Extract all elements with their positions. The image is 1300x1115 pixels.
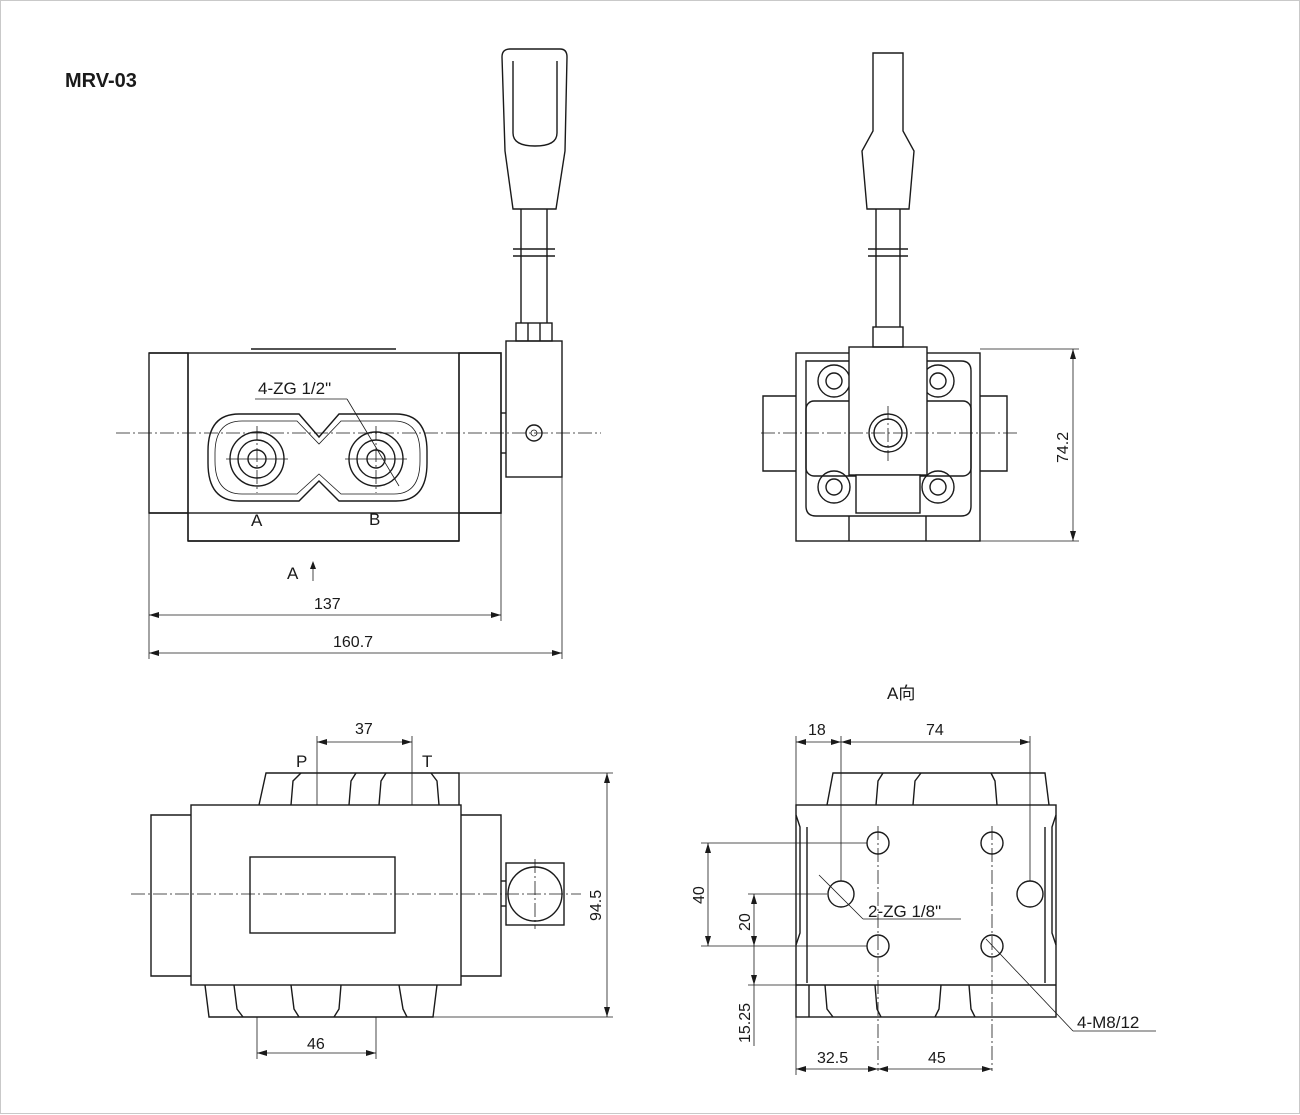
- dim-74-2: 74.2: [1055, 432, 1072, 463]
- dim-37: 37: [355, 721, 373, 738]
- port-callout-label: 4-ZG 1/2": [258, 379, 331, 398]
- dim-137: 137: [314, 596, 341, 613]
- a-view-caption: A向: [887, 684, 915, 703]
- end-view: 74.2: [761, 52, 1079, 542]
- dim-32-5: 32.5: [817, 1050, 848, 1067]
- a-view: A向 18 74: [691, 684, 1156, 1075]
- port-pocket: [207, 413, 428, 502]
- end-lever: [861, 52, 915, 327]
- pilot-port: [827, 880, 855, 908]
- pilot-port: [1016, 880, 1044, 908]
- view-arrow-label: A: [287, 564, 299, 583]
- dim-46: 46: [307, 1036, 325, 1053]
- dim-45: 45: [928, 1050, 946, 1067]
- top-body: [190, 804, 462, 986]
- drawing-title: MRV-03: [65, 70, 137, 92]
- bolt-hole: [980, 934, 1004, 958]
- dim-18: 18: [808, 722, 826, 739]
- side-view: 4-ZG 1/2" A B A 137: [116, 48, 601, 659]
- ports-callout: 2-ZG 1/8": [868, 902, 941, 921]
- dim-20: 20: [737, 913, 754, 931]
- dim-15-25: 15.25: [737, 1003, 754, 1043]
- top-nameplate: [249, 856, 396, 934]
- top-view: P T 37 94.5 46: [131, 721, 613, 1059]
- port-p-label: P: [296, 752, 307, 771]
- port-a-label: A: [251, 511, 263, 530]
- dim-94-5: 94.5: [588, 890, 605, 921]
- handle-housing: [505, 340, 563, 478]
- port-b-label: B: [369, 510, 380, 529]
- dim-40: 40: [691, 886, 708, 904]
- a-view-body: [795, 804, 1057, 1018]
- port-t-label: T: [422, 752, 432, 771]
- lever-handle: [501, 48, 568, 323]
- bolts-callout: 4-M8/12: [1077, 1013, 1139, 1032]
- dim-160-7: 160.7: [333, 634, 373, 651]
- dim-74: 74: [926, 722, 944, 739]
